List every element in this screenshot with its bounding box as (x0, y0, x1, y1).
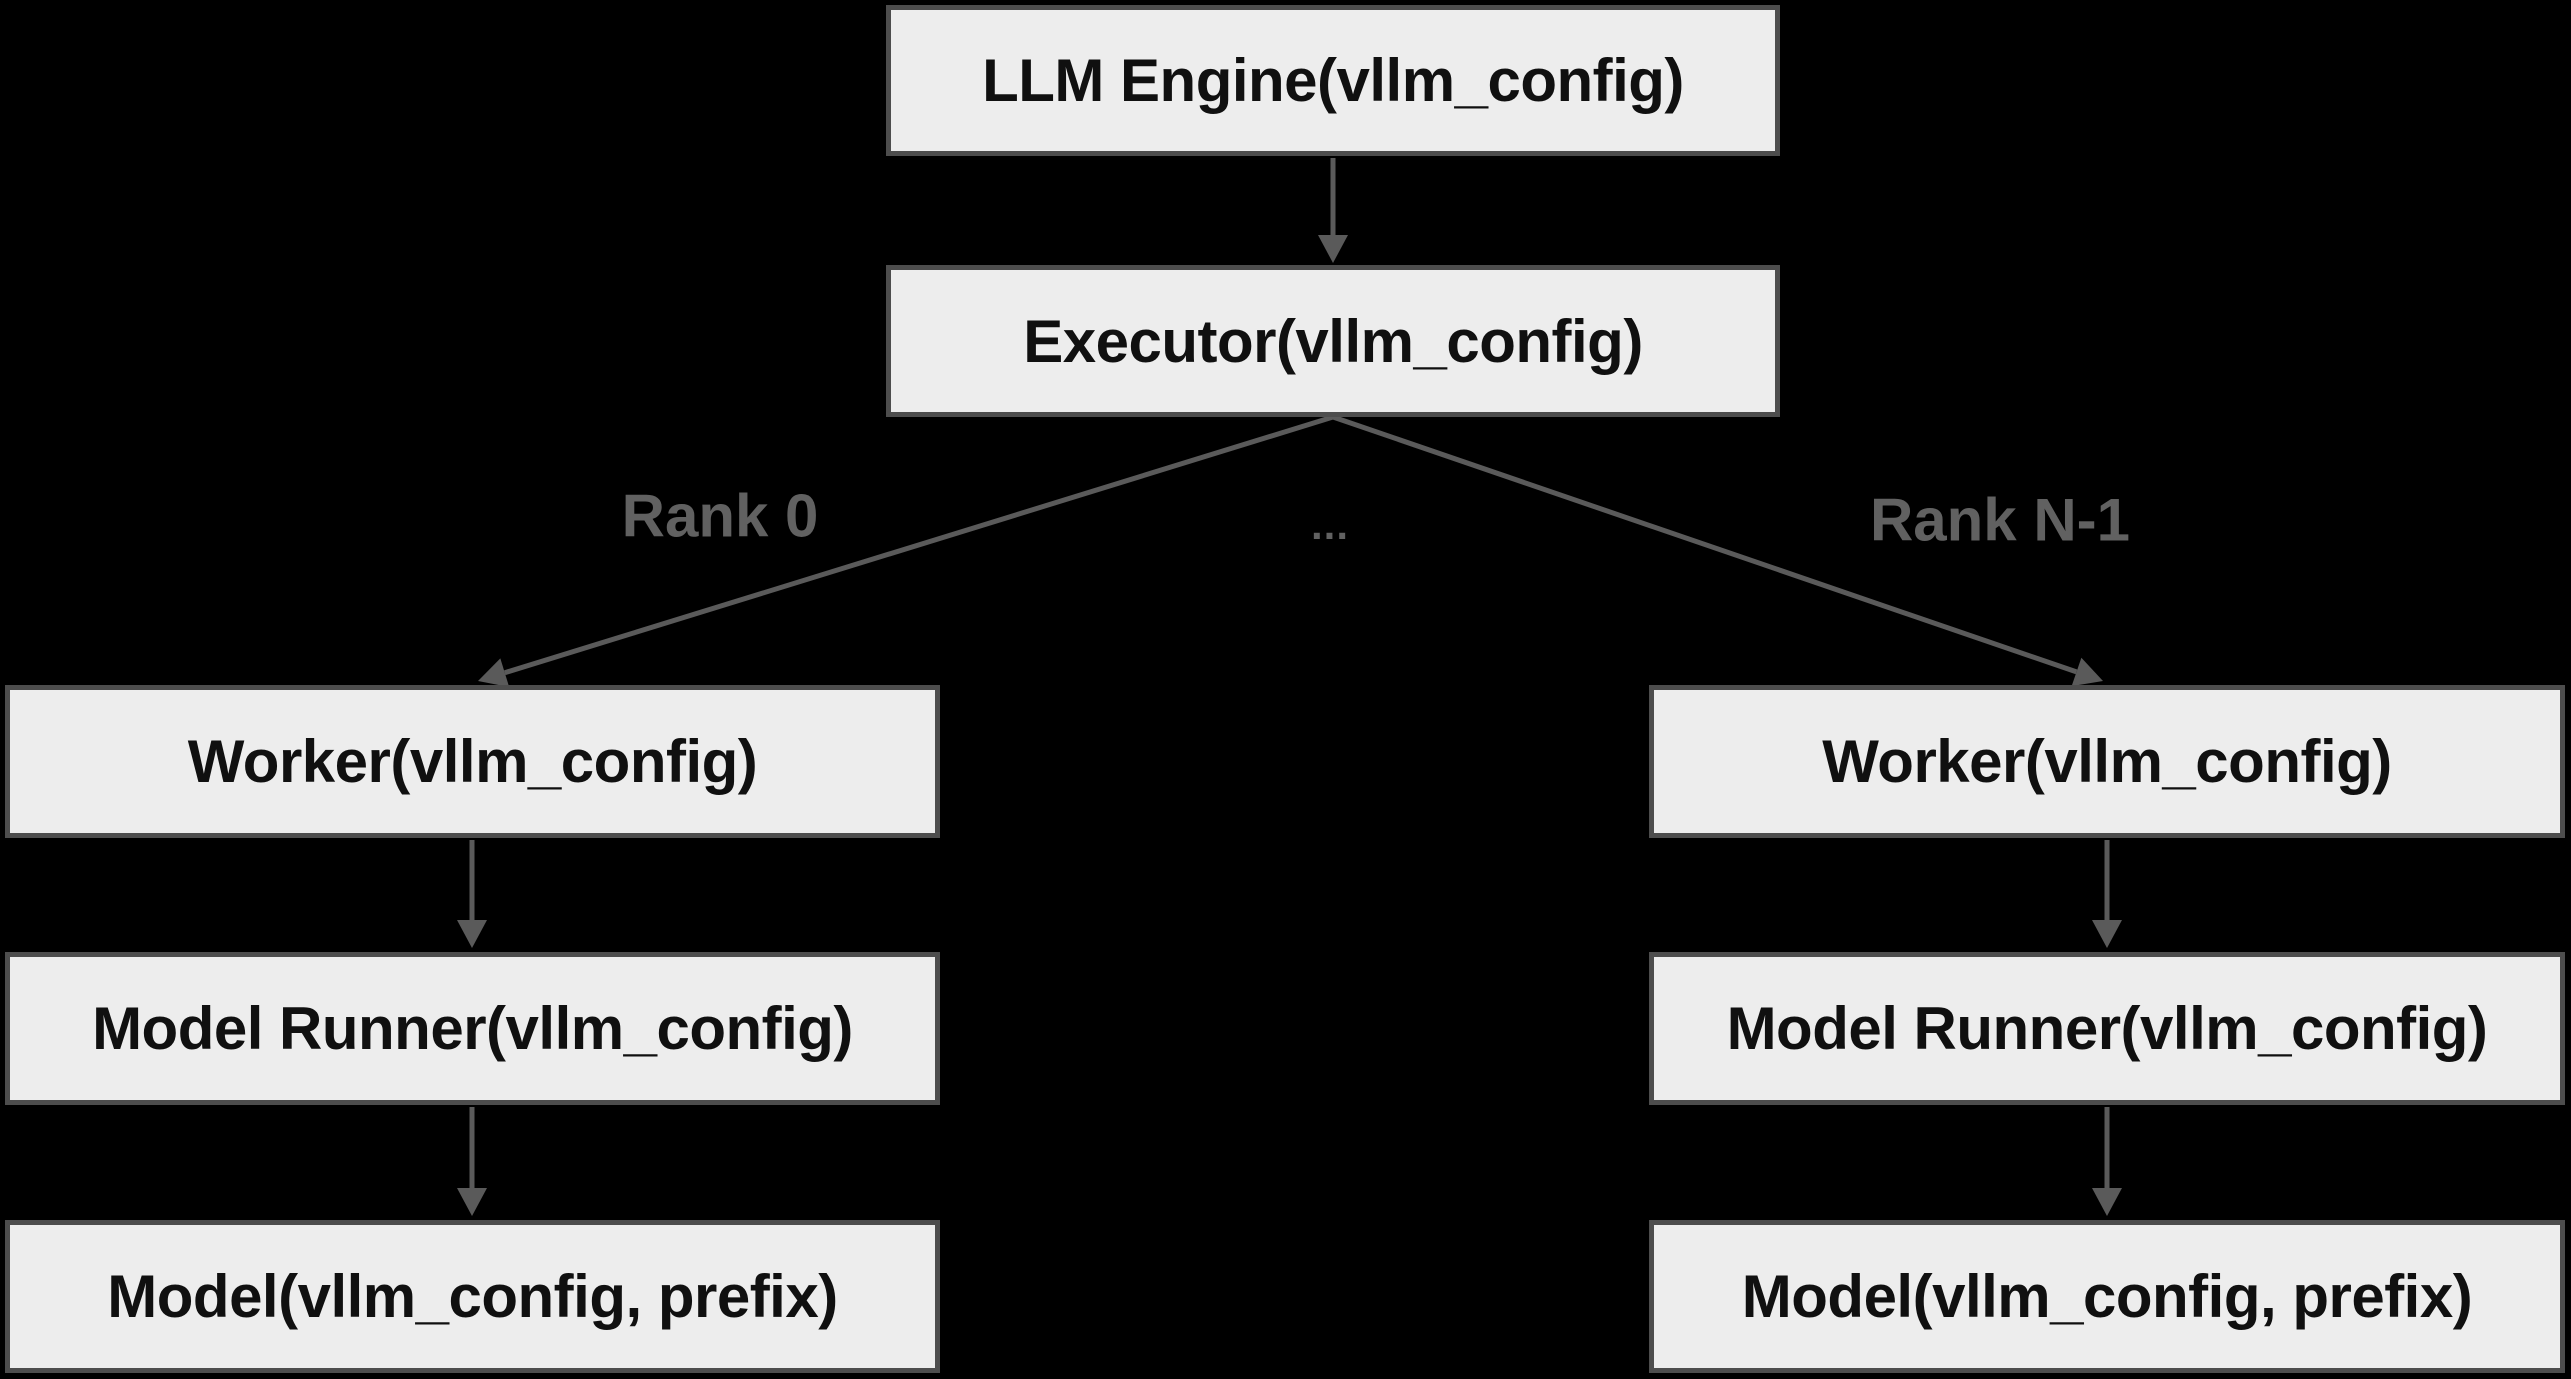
edge-model-runner-rank0-to-model-rank0 (457, 1107, 487, 1216)
node-model-runner-rank0-label: Model Runner(vllm_config) (92, 995, 853, 1062)
node-worker-rank0-label: Worker(vllm_config) (187, 728, 758, 795)
node-worker-rank0: Worker(vllm_config) (5, 685, 940, 838)
node-model-runner-rankn: Model Runner(vllm_config) (1649, 952, 2565, 1105)
edge-executor-to-worker-rankn (1332, 414, 2103, 687)
edge-executor-to-worker-rank0 (478, 414, 1334, 688)
edge-label-ellipsis: ... (1310, 501, 1350, 548)
node-model-rankn-label: Model(vllm_config, prefix) (1741, 1263, 2473, 1330)
node-executor: Executor(vllm_config) (886, 265, 1780, 417)
edge-model-runner-rankn-to-model-rankn (2092, 1107, 2122, 1216)
edge-label-rank-n-1: Rank N-1 (1869, 486, 2131, 554)
node-llm-engine: LLM Engine(vllm_config) (886, 5, 1780, 156)
node-worker-rankn: Worker(vllm_config) (1649, 685, 2565, 838)
edge-llm-engine-to-executor (1318, 158, 1348, 263)
node-executor-label: Executor(vllm_config) (1023, 307, 1643, 375)
node-model-runner-rank0: Model Runner(vllm_config) (5, 952, 940, 1105)
node-model-rankn: Model(vllm_config, prefix) (1649, 1220, 2565, 1373)
node-llm-engine-label: LLM Engine(vllm_config) (982, 47, 1684, 114)
node-worker-rankn-label: Worker(vllm_config) (1822, 728, 2392, 795)
edge-label-rank-0: Rank 0 (621, 482, 819, 550)
node-model-rank0-label: Model(vllm_config, prefix) (107, 1263, 838, 1330)
edge-worker-rankn-to-model-runner-rankn (2092, 840, 2122, 948)
node-model-rank0: Model(vllm_config, prefix) (5, 1220, 940, 1373)
edge-worker-rank0-to-model-runner-rank0 (457, 840, 487, 948)
node-model-runner-rankn-label: Model Runner(vllm_config) (1726, 995, 2488, 1062)
